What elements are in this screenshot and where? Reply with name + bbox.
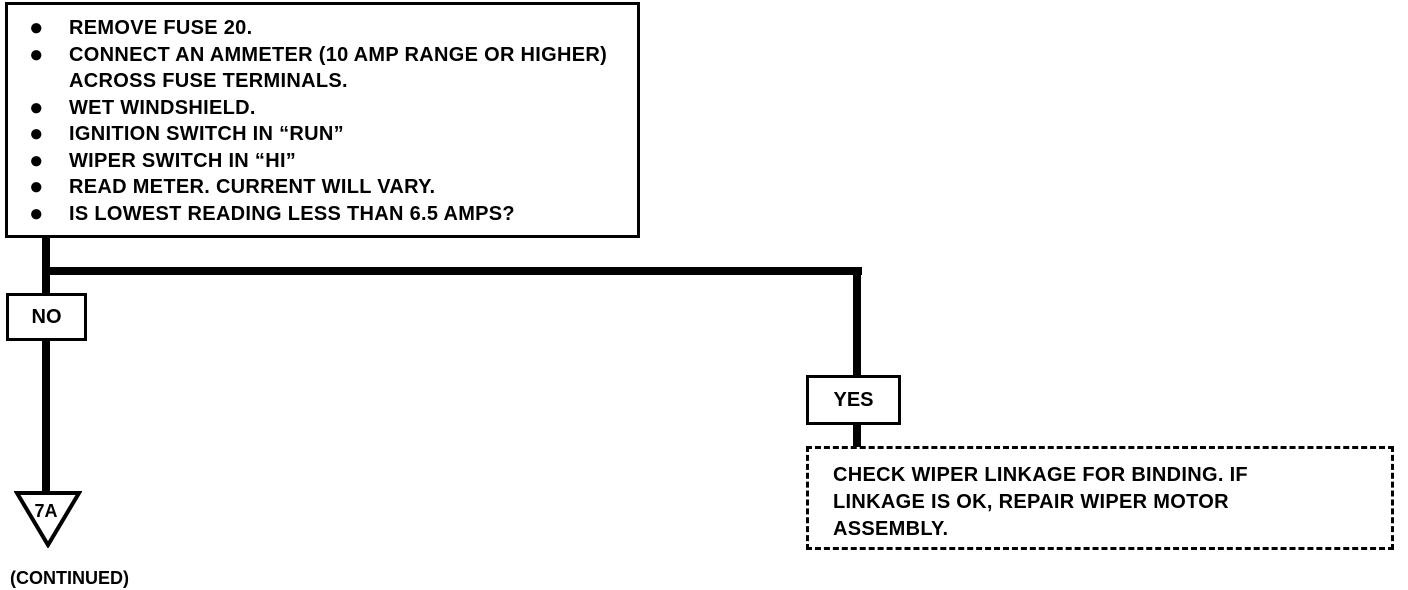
result-line: CHECK WIPER LINKAGE FOR BINDING. IF: [833, 464, 1248, 486]
yes-branch-label: YES: [806, 375, 901, 425]
step-text: IS LOWEST READING LESS THAN 6.5 AMPS?: [69, 202, 515, 225]
step-list: ● REMOVE FUSE 20. ● CONNECT AN AMMETER (10…: [8, 15, 637, 227]
bullet-icon: ●: [29, 14, 44, 41]
bullet-icon: ●: [29, 120, 44, 147]
step-item: ● IS LOWEST READING LESS THAN 6.5 AMPS?: [8, 199, 637, 228]
step-text: WET WINDSHIELD.: [69, 96, 256, 119]
flow-line-horizontal: [42, 267, 862, 275]
step-item: ● WET WINDSHIELD.: [8, 93, 637, 122]
result-line: ASSEMBLY.: [833, 518, 949, 540]
bullet-icon: ●: [29, 146, 44, 174]
bullet-icon: ●: [29, 199, 44, 227]
yes-result-box: CHECK WIPER LINKAGE FOR BINDING. IF LINK…: [806, 446, 1394, 550]
no-branch-label: NO: [6, 293, 87, 341]
continuation-triangle-icon: 7A: [14, 491, 82, 548]
step-text: READ METER. CURRENT WILL VARY.: [69, 176, 436, 198]
flow-line-no-to-connector: [42, 341, 50, 493]
bullet-icon: ●: [29, 93, 44, 121]
connector-label: 7A: [34, 501, 57, 521]
flow-line-yes-to-result: [853, 425, 861, 447]
step-instructions-box: ● REMOVE FUSE 20. ● CONNECT AN AMMETER (10…: [5, 2, 640, 238]
continued-note: (CONTINUED): [10, 568, 129, 588]
step-item: ● REMOVE FUSE 20.: [8, 15, 637, 42]
step-item: ● IGNITION SWITCH IN “RUN”: [8, 121, 637, 148]
bullet-icon: ●: [29, 173, 44, 200]
step-item: ● WIPER SWITCH IN “HI”: [8, 146, 637, 175]
step-text: CONNECT AN AMMETER (10 AMP RANGE OR HIGH…: [69, 43, 608, 93]
step-text: REMOVE FUSE 20.: [69, 17, 253, 39]
result-line: LINKAGE IS OK, REPAIR WIPER MOTOR: [833, 491, 1229, 513]
step-text: WIPER SWITCH IN “HI”: [69, 149, 297, 172]
step-text: IGNITION SWITCH IN “RUN”: [69, 123, 344, 145]
bullet-icon: ●: [29, 40, 44, 68]
yes-label-text: YES: [833, 388, 874, 411]
step-item: ● READ METER. CURRENT WILL VARY.: [8, 174, 637, 201]
no-label-text: NO: [31, 305, 62, 328]
flow-line-down-from-step: [42, 238, 50, 293]
step-item: ● CONNECT AN AMMETER (10 AMP RANGE OR HIG…: [8, 40, 637, 95]
flow-line-down-to-yes: [853, 267, 861, 375]
